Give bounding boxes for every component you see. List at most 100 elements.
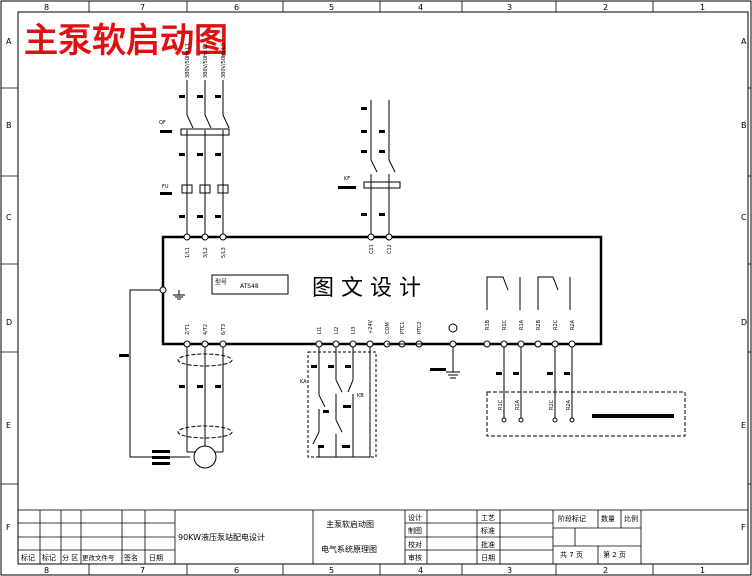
- model-value: ATS48: [240, 283, 259, 290]
- motor-leads: [177, 344, 233, 469]
- terminal-ptc2: PTC2: [417, 322, 423, 334]
- top-terminal-labels: 1/L1 3/L2 5/L3 C11 C12: [185, 244, 393, 258]
- role-review: 审核: [408, 553, 422, 562]
- title-block-lines: [17, 509, 749, 565]
- model-box: [211, 274, 289, 295]
- terminal-6-t3: 6/T3: [221, 324, 227, 335]
- zone-col-bottom-1: 1: [700, 566, 705, 575]
- terminal-li1: LI1: [317, 327, 323, 334]
- zone-col-top-5: 5: [329, 3, 334, 12]
- supply-label-l3: 380V/50Hz L3: [221, 43, 227, 78]
- relay-terminal-labels: R1B R1C R1A R2B R2C R2A: [485, 319, 576, 330]
- bottom-terminal-labels: 2/T1 4/T2 6/T3: [185, 324, 227, 335]
- terminal-li2: LI2: [334, 327, 340, 334]
- total-sheets: 共 7 页: [560, 550, 583, 559]
- ground-icon-right: [387, 323, 460, 379]
- terminal-li3: LI3: [351, 327, 357, 334]
- zone-row-left-B: B: [6, 121, 12, 130]
- rev-header-sign: 签名: [124, 553, 138, 562]
- ka-label: KA: [300, 379, 307, 385]
- terminal-r1b: R1B: [485, 319, 491, 330]
- relay-ticks: [496, 372, 674, 418]
- zone-col-top-3: 3: [507, 3, 512, 12]
- rev-header-zone: 分 区: [62, 553, 78, 562]
- zone-col-bottom-7: 7: [140, 566, 145, 575]
- watermark-panel: [306, 270, 444, 302]
- zone-row-left-A: A: [6, 37, 12, 46]
- terminal-ptc1: PTC1: [400, 322, 406, 334]
- model-label: 型号: [215, 278, 227, 286]
- watermark-text: 图 文 设 计: [312, 276, 421, 301]
- relay-box-r2a: R2A: [566, 399, 572, 410]
- terminal-5-l3: 5/L3: [221, 247, 227, 258]
- relay-box-labels: R1C R1A R2C R2A: [498, 399, 572, 410]
- zone-col-top-4: 4: [418, 3, 423, 12]
- zone-col-top-8: 8: [44, 3, 49, 12]
- sheet-number: 第 2 页: [603, 550, 626, 559]
- rev-header-date: 日期: [149, 554, 163, 562]
- zone-col-bottom-2: 2: [603, 566, 608, 575]
- zone-col-bottom-4: 4: [418, 566, 423, 575]
- zone-row-left-F: F: [6, 523, 11, 532]
- kb-label: KB: [357, 393, 364, 399]
- scale-label: 比例: [624, 514, 638, 523]
- terminal-r1a: R1A: [519, 319, 525, 330]
- qf-label: QF: [159, 120, 166, 126]
- supply-label-l2: 380V/50Hz L2: [203, 43, 209, 78]
- zone-col-bottom-5: 5: [329, 566, 334, 575]
- role-design: 设计: [408, 513, 422, 522]
- bottom-terminal-dots: [183, 340, 227, 348]
- system-name: 电气系统原理图: [321, 544, 377, 554]
- terminal-r2b: R2B: [536, 319, 542, 330]
- terminal-com: COM: [385, 322, 391, 334]
- terminal-2-t1: 2/T1: [185, 324, 191, 335]
- role-process: 工艺: [481, 514, 495, 522]
- zone-col-top-7: 7: [140, 3, 145, 12]
- control-switch-ticks: [311, 365, 351, 448]
- drawing-name: 主泵软启动图: [326, 519, 374, 529]
- role-approve: 批准: [481, 540, 495, 549]
- relay-contacts: [486, 276, 686, 437]
- motor-cable-ticks: [152, 385, 221, 465]
- kf-label: KF: [344, 176, 350, 182]
- ground-tick-right: [430, 368, 446, 371]
- quantity-label: 数量: [601, 514, 615, 523]
- zone-row-right-A: A: [741, 37, 747, 46]
- control-switch-circuit: [307, 347, 377, 458]
- fu-label: FU: [162, 184, 169, 190]
- terminal-c12: C12: [387, 244, 393, 254]
- terminal-c11: C11: [369, 244, 375, 254]
- role-standard: 标准: [481, 526, 495, 535]
- terminal-3-l2: 3/L2: [203, 247, 209, 258]
- zone-row-right-C: C: [741, 213, 747, 222]
- wire-number-ticks: [160, 95, 221, 218]
- drawing-title: 主泵软启动图: [24, 21, 228, 61]
- rev-header-mark-1: 标记: [21, 553, 35, 562]
- control-terminal-labels: LI1 LI2 LI3 +24V COM PTC1 PTC2: [317, 319, 423, 334]
- zone-labels: 8 7 6 5 4 3 2 1 8 7 6 5 4 3 2 1 A B C D …: [6, 3, 747, 575]
- stage-label: 阶段标记: [558, 514, 586, 523]
- zone-row-right-E: E: [741, 421, 746, 430]
- zone-col-bottom-6: 6: [234, 566, 239, 575]
- power-lines: [180, 80, 230, 237]
- relay-box-r2c: R2C: [549, 399, 555, 410]
- rev-header-mark-2: 标记: [42, 553, 56, 562]
- relay-terminal-dots: [483, 340, 576, 423]
- role-draft: 制图: [408, 526, 422, 535]
- project-name: 90KW液压泵站配电设计: [178, 532, 265, 542]
- control-ticks: [338, 107, 385, 216]
- terminal-4-t2: 4/T2: [203, 324, 209, 335]
- relay-box-r1c: R1C: [498, 399, 504, 410]
- terminal-r2a: R2A: [570, 319, 576, 330]
- terminal-24v: +24V: [368, 319, 374, 334]
- relay-box-r1a: R1A: [515, 399, 521, 410]
- zone-row-left-C: C: [6, 213, 12, 222]
- zone-col-bottom-3: 3: [507, 566, 512, 575]
- ground-icon: [129, 286, 190, 458]
- ground-wire-tick: [119, 354, 129, 357]
- zone-col-top-1: 1: [700, 3, 705, 12]
- top-terminals: [183, 233, 393, 241]
